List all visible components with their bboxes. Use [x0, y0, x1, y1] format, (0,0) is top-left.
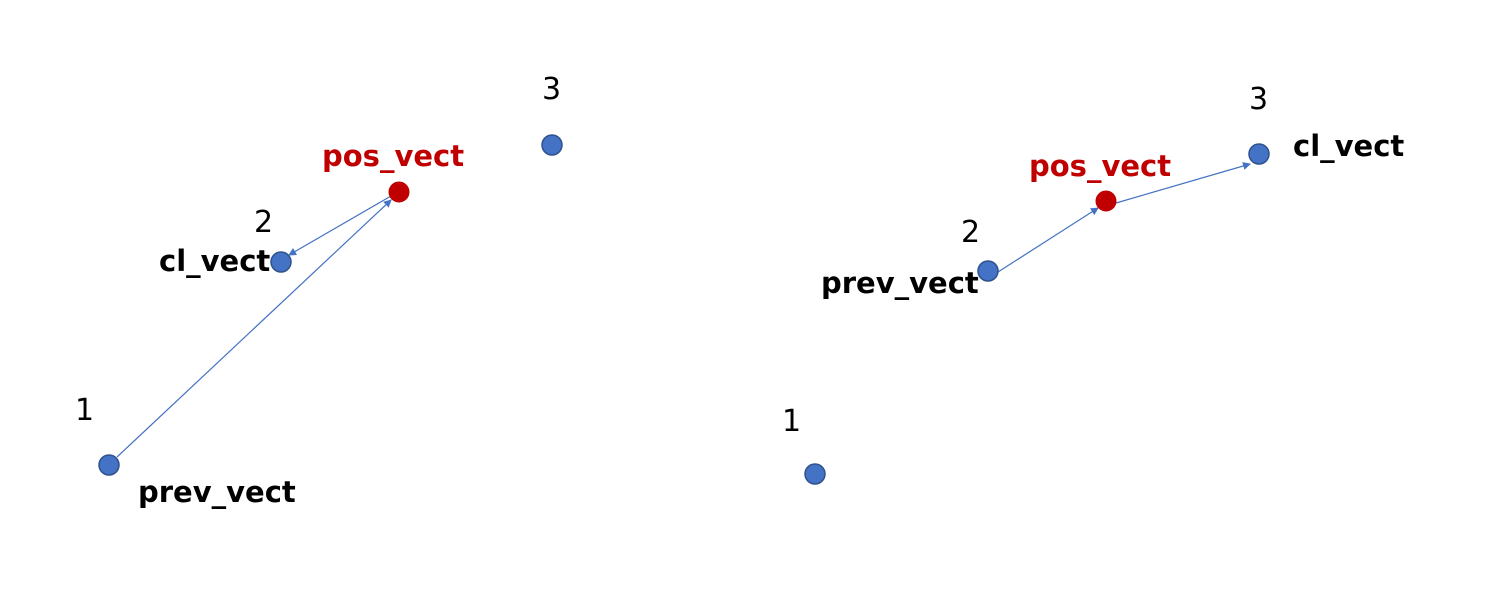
right-label-prev-vect: prev_vect [821, 266, 979, 300]
right-point-1 [804, 463, 826, 485]
left-panel: 1 2 3 prev_vect cl_vect pos_vect [75, 72, 563, 509]
left-arrow-pos-to-cl [288, 195, 392, 256]
right-num-1: 1 [782, 404, 801, 439]
left-num-1: 1 [75, 393, 94, 428]
right-num-3: 3 [1249, 82, 1268, 117]
left-num-3: 3 [542, 72, 561, 107]
left-num-2: 2 [254, 205, 273, 240]
left-label-cl-vect: cl_vect [159, 244, 270, 278]
left-point-2 [270, 251, 292, 273]
left-point-3 [541, 134, 563, 156]
right-label-pos-vect: pos_vect [1029, 149, 1171, 183]
left-point-1 [98, 454, 120, 476]
right-label-cl-vect: cl_vect [1293, 129, 1404, 163]
left-label-pos-vect: pos_vect [322, 139, 464, 173]
left-label-prev-vect: prev_vect [138, 475, 296, 509]
right-point-2 [977, 260, 999, 282]
left-point-pos [388, 181, 410, 203]
right-point-pos [1095, 190, 1117, 212]
right-arrow-prev-to-pos [997, 207, 1099, 273]
right-num-2: 2 [961, 215, 980, 250]
left-arrow-prev-to-pos [116, 199, 392, 458]
right-panel: 1 2 3 prev_vect cl_vect pos_vect [782, 82, 1404, 485]
right-arrow-pos-to-cl [1115, 162, 1251, 204]
right-point-3 [1248, 143, 1270, 165]
